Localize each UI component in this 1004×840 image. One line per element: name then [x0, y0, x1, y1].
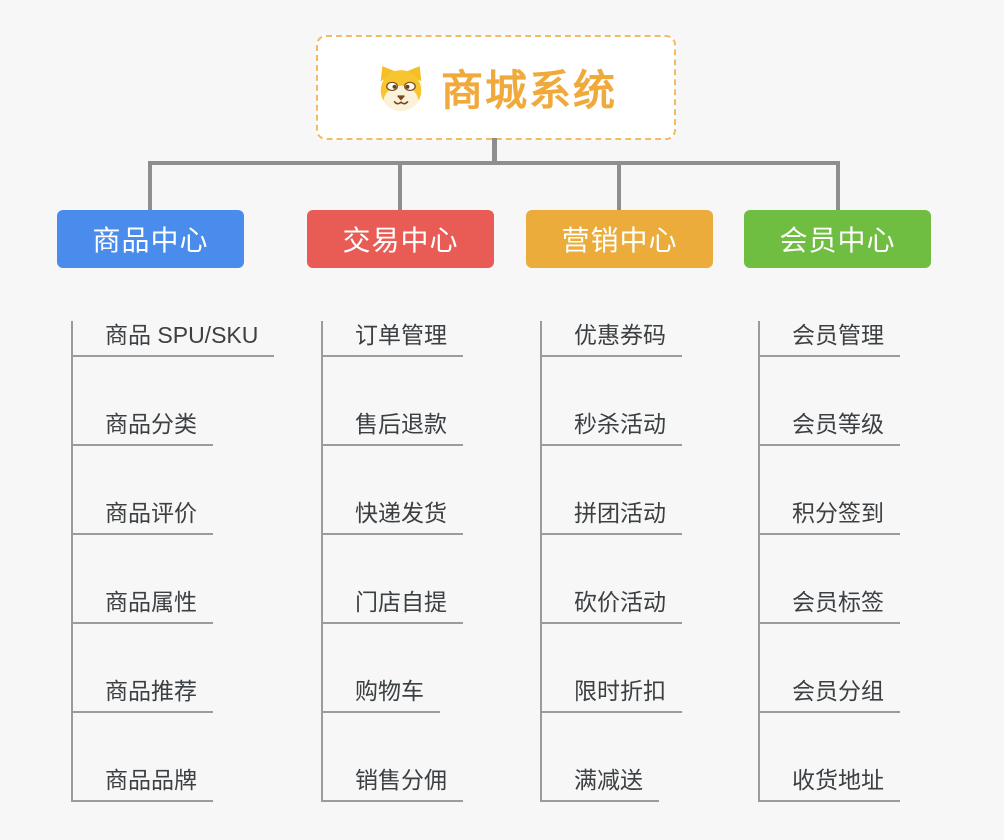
dog-face-icon — [380, 65, 422, 111]
branch-item-list: 优惠券码秒杀活动拼团活动砍价活动限时折扣满减送 — [540, 321, 713, 802]
leaf-item[interactable]: 商品属性 — [73, 588, 213, 624]
branch-item-list: 会员管理会员等级积分签到会员标签会员分组收货地址 — [758, 321, 931, 802]
leaf-item[interactable]: 会员标签 — [760, 588, 900, 624]
leaf-item[interactable]: 快递发货 — [323, 499, 463, 535]
leaf-item[interactable]: 售后退款 — [323, 410, 463, 446]
leaf-item[interactable]: 拼团活动 — [542, 499, 682, 535]
leaf-item[interactable]: 购物车 — [323, 677, 440, 713]
connector-drop-1 — [148, 161, 152, 210]
leaf-item[interactable]: 限时折扣 — [542, 677, 682, 713]
connector-root-drop — [492, 138, 497, 164]
branch-header-member-center[interactable]: 会员中心 — [744, 210, 931, 268]
leaf-item[interactable]: 满减送 — [542, 766, 659, 802]
leaf-item[interactable]: 会员管理 — [760, 321, 900, 357]
branch-item-list: 商品 SPU/SKU 商品分类商品评价商品属性商品推荐商品品牌 — [71, 321, 275, 802]
root-title: 商城系统 — [440, 67, 617, 114]
branch-item-list: 订单管理售后退款快递发货门店自提购物车销售分佣 — [321, 321, 494, 802]
leaf-item[interactable]: 积分签到 — [760, 499, 900, 535]
branch-trade-center: 交易中心 订单管理售后退款快递发货门店自提购物车销售分佣 — [307, 210, 494, 802]
leaf-item[interactable]: 收货地址 — [760, 766, 900, 802]
leaf-item[interactable]: 商品评价 — [73, 499, 213, 535]
leaf-item[interactable]: 会员分组 — [760, 677, 900, 713]
branch-product-center: 商品中心 商品 SPU/SKU 商品分类商品评价商品属性商品推荐商品品牌 — [57, 210, 275, 802]
root-node[interactable]: 商城系统 — [316, 35, 676, 140]
leaf-item[interactable]: 商品分类 — [73, 410, 213, 446]
leaf-item[interactable]: 优惠券码 — [542, 321, 682, 357]
branch-header-product-center[interactable]: 商品中心 — [57, 210, 244, 268]
connector-drop-4 — [836, 161, 840, 210]
branch-member-center: 会员中心 会员管理会员等级积分签到会员标签会员分组收货地址 — [744, 210, 931, 802]
branch-marketing-center: 营销中心 优惠券码秒杀活动拼团活动砍价活动限时折扣满减送 — [526, 210, 713, 802]
leaf-item[interactable]: 会员等级 — [760, 410, 900, 446]
leaf-item[interactable]: 秒杀活动 — [542, 410, 682, 446]
leaf-item[interactable]: 商品推荐 — [73, 677, 213, 713]
leaf-item[interactable]: 订单管理 — [323, 321, 463, 357]
connector-drop-3 — [617, 161, 621, 210]
branch-header-trade-center[interactable]: 交易中心 — [307, 210, 494, 268]
branch-header-marketing-center[interactable]: 营销中心 — [526, 210, 713, 268]
leaf-item[interactable]: 销售分佣 — [323, 766, 463, 802]
leaf-item[interactable]: 砍价活动 — [542, 588, 682, 624]
leaf-item[interactable]: 门店自提 — [323, 588, 463, 624]
connector-drop-2 — [398, 161, 402, 210]
leaf-item[interactable]: 商品 SPU/SKU — [73, 321, 275, 357]
leaf-item[interactable]: 商品品牌 — [73, 766, 213, 802]
connector-horizontal — [148, 161, 840, 165]
